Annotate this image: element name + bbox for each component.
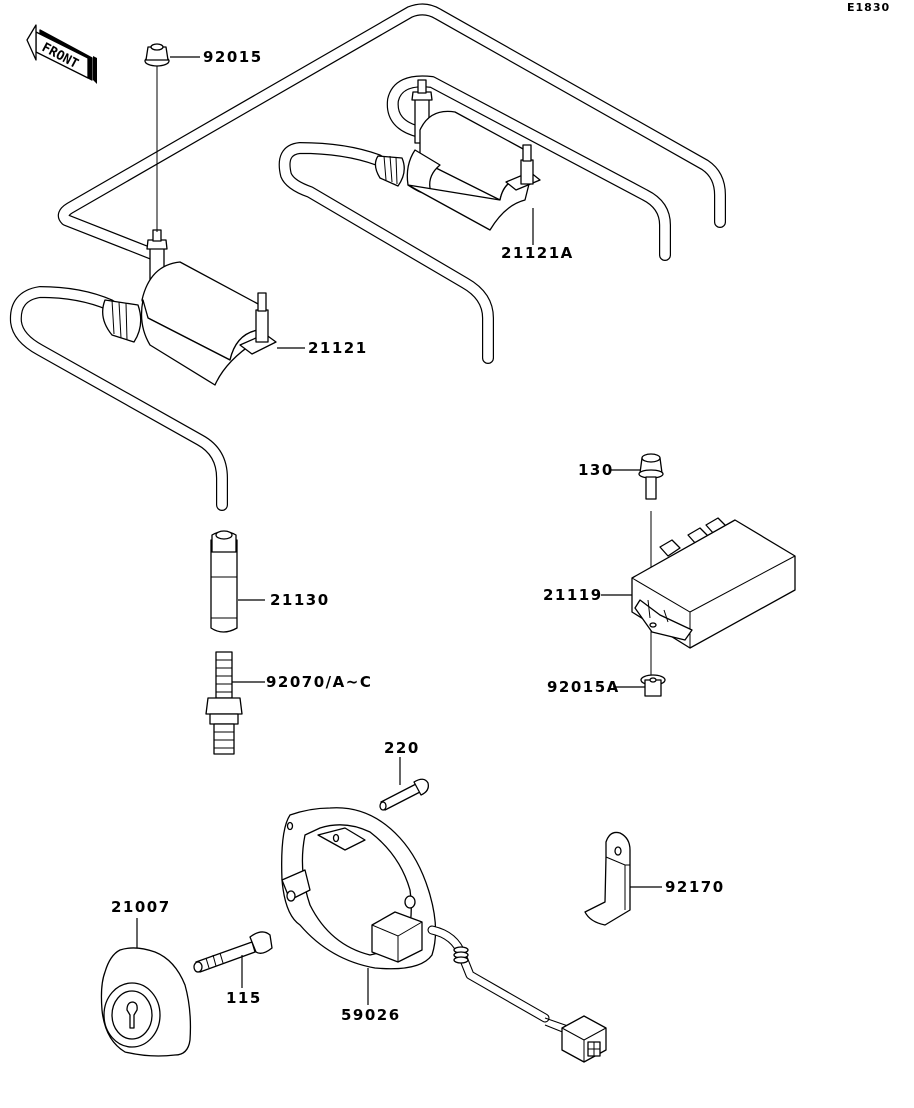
collar-nut	[640, 674, 666, 697]
high-tension-cable-rear	[278, 142, 494, 364]
high-tension-cable-front	[9, 286, 228, 511]
flange-nut	[144, 43, 170, 232]
callout-220[interactable]: 220	[384, 739, 420, 757]
clamp-bracket	[584, 831, 631, 926]
callout-92015a[interactable]: 92015A	[547, 678, 620, 696]
callout-21130[interactable]: 21130	[270, 591, 330, 609]
callout-115[interactable]: 115	[226, 989, 262, 1007]
callout-92070[interactable]: 92070/A~C	[266, 673, 373, 691]
diagram-code: E1830	[847, 1, 891, 14]
callout-92015[interactable]: 92015	[203, 48, 263, 66]
wire-connector	[561, 1015, 607, 1063]
rotor	[100, 947, 192, 1057]
callout-21007[interactable]: 21007	[111, 898, 171, 916]
callout-21121a[interactable]: 21121A	[501, 244, 574, 262]
pan-screw	[379, 778, 429, 811]
callout-21119[interactable]: 21119	[543, 586, 603, 604]
high-tension-cable-rear-loop	[386, 75, 671, 261]
bolt	[193, 931, 273, 973]
callout-130[interactable]: 130	[578, 461, 614, 479]
pickup-coil-wire	[427, 925, 569, 1034]
spark-plug-cap	[210, 530, 238, 633]
ignition-coil-front	[102, 229, 277, 386]
high-tension-cable-long	[57, 3, 726, 261]
pickup-coil-plate	[281, 807, 437, 970]
ignition-coil-rear	[374, 79, 541, 231]
leader-lines	[136, 56, 662, 1005]
callout-59026[interactable]: 59026	[341, 1006, 401, 1024]
spark-plug	[205, 651, 243, 755]
front-arrow-icon: FRONT	[26, 24, 97, 84]
callout-92170[interactable]: 92170	[665, 878, 725, 896]
callout-21121[interactable]: 21121	[308, 339, 368, 357]
igniter-unit	[631, 517, 796, 649]
